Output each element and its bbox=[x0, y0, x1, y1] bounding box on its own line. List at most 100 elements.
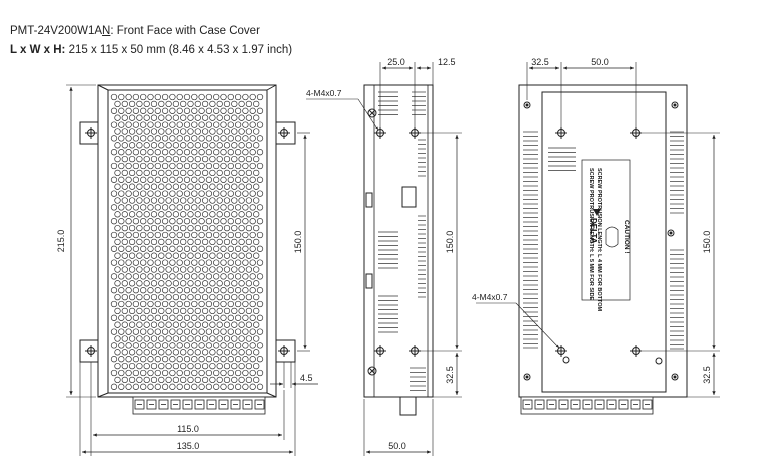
vent-hole bbox=[158, 197, 165, 204]
vent-hole bbox=[165, 307, 172, 315]
vent-hole bbox=[143, 335, 150, 342]
vent-hole bbox=[213, 218, 220, 225]
vent-hole bbox=[216, 224, 223, 232]
vent-hole bbox=[121, 252, 128, 259]
vent-hole bbox=[172, 197, 180, 204]
vent-hole bbox=[223, 362, 231, 370]
side-dim-top-right: 12.5 bbox=[438, 57, 456, 67]
vent-hole bbox=[183, 245, 191, 252]
vent-hole bbox=[205, 121, 213, 128]
vent-hole bbox=[245, 307, 253, 315]
vent-hole bbox=[201, 114, 209, 121]
vent-hole bbox=[253, 293, 260, 301]
vent-hole bbox=[114, 362, 121, 370]
vent-hole bbox=[209, 252, 216, 259]
vent-hole bbox=[180, 128, 187, 135]
vent-hole bbox=[169, 356, 176, 363]
dimensions-line: L x W x H: 215 x 115 x 50 mm (8.46 x 4.5… bbox=[10, 43, 292, 57]
vent-hole bbox=[176, 121, 183, 128]
vent-hole bbox=[125, 121, 132, 128]
vent-hole bbox=[176, 107, 183, 114]
vent-hole bbox=[161, 328, 169, 335]
vent-hole bbox=[256, 300, 264, 308]
vent-hole bbox=[161, 107, 169, 114]
vent-hole bbox=[227, 121, 234, 128]
vent-hole bbox=[110, 273, 118, 280]
vent-hole bbox=[132, 356, 140, 363]
vent-hole bbox=[118, 245, 125, 252]
vent-hole bbox=[140, 273, 147, 280]
vent-hole bbox=[169, 259, 176, 266]
vent-hole bbox=[150, 349, 158, 356]
vent-hole bbox=[187, 100, 194, 108]
vent-hole bbox=[242, 162, 249, 170]
vent-hole bbox=[231, 335, 238, 342]
vent-hole bbox=[165, 293, 172, 301]
vent-hole bbox=[136, 335, 143, 342]
vent-hole bbox=[216, 376, 223, 384]
vent-hole bbox=[183, 314, 191, 321]
vent-hole bbox=[220, 314, 227, 321]
vent-hole bbox=[147, 107, 154, 114]
vent-hole bbox=[191, 273, 198, 280]
vent-hole bbox=[165, 100, 172, 108]
vent-hole bbox=[180, 211, 187, 218]
vent-hole bbox=[238, 224, 245, 232]
vent-hole bbox=[136, 197, 143, 204]
vent-hole bbox=[128, 224, 136, 232]
vent-hole bbox=[114, 114, 121, 121]
vent-hole bbox=[132, 135, 140, 142]
vent-hole bbox=[172, 266, 180, 273]
vent-hole bbox=[216, 211, 223, 218]
vent-hole bbox=[227, 135, 234, 142]
vent-hole bbox=[169, 218, 176, 225]
vent-hole bbox=[220, 259, 227, 266]
vent-hole bbox=[154, 383, 161, 390]
vent-hole bbox=[198, 162, 205, 170]
vent-hole bbox=[249, 93, 256, 101]
vent-hole bbox=[191, 135, 198, 142]
vent-hole bbox=[172, 362, 180, 370]
vent-hole bbox=[128, 100, 136, 108]
vent-hole bbox=[234, 245, 242, 252]
front-vent-holes bbox=[110, 93, 264, 390]
vent-hole bbox=[234, 273, 242, 280]
vent-hole bbox=[161, 176, 169, 183]
vent-hole bbox=[231, 183, 238, 190]
vent-hole bbox=[198, 231, 205, 239]
vent-hole bbox=[220, 107, 227, 114]
vent-hole bbox=[118, 342, 125, 349]
vent-hole bbox=[201, 376, 209, 384]
vent-hole bbox=[194, 169, 201, 177]
vent-hole bbox=[121, 155, 128, 163]
vent-hole bbox=[213, 287, 220, 294]
vent-hole bbox=[194, 321, 201, 328]
vent-hole bbox=[169, 135, 176, 142]
vent-hole bbox=[143, 362, 150, 370]
vent-hole bbox=[169, 369, 176, 377]
vent-hole bbox=[143, 349, 150, 356]
vent-hole bbox=[238, 142, 245, 149]
vent-hole bbox=[176, 342, 183, 349]
vent-hole bbox=[187, 211, 194, 218]
vent-hole bbox=[256, 190, 264, 197]
vent-hole bbox=[205, 107, 213, 114]
vent-hole bbox=[140, 190, 147, 197]
vent-hole bbox=[180, 266, 187, 273]
vent-hole bbox=[110, 149, 118, 156]
vent-hole bbox=[176, 300, 183, 308]
vent-hole bbox=[172, 321, 180, 328]
vent-hole bbox=[165, 169, 172, 177]
vent-hole bbox=[205, 162, 213, 170]
vent-hole bbox=[223, 128, 231, 135]
vent-hole bbox=[169, 314, 176, 321]
vent-hole bbox=[245, 197, 253, 204]
vent-hole bbox=[201, 197, 209, 204]
vent-hole bbox=[234, 231, 242, 239]
vent-hole bbox=[140, 342, 147, 349]
vent-hole bbox=[132, 107, 140, 114]
vent-hole bbox=[176, 273, 183, 280]
vent-hole bbox=[216, 266, 223, 273]
vent-hole bbox=[136, 252, 143, 259]
vent-hole bbox=[205, 314, 213, 321]
